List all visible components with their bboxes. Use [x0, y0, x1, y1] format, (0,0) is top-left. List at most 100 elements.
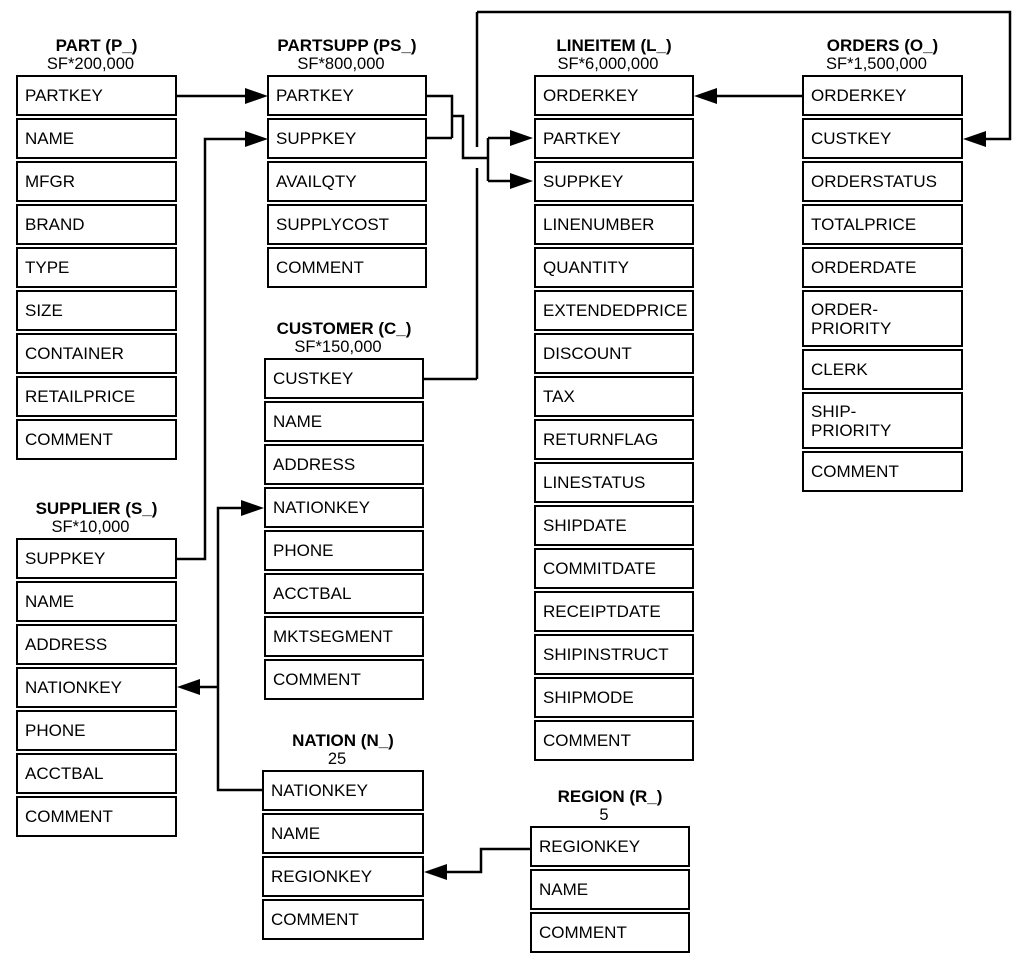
table-cardinality-supplier: SF*10,000: [51, 518, 130, 536]
column-cell-part-container: CONTAINER: [16, 333, 177, 374]
column-cell-customer-custkey: CUSTKEY: [264, 358, 424, 399]
column-cell-orders-orderdate: ORDERDATE: [802, 247, 963, 288]
column-cell-nation-regionkey: REGIONKEY: [262, 856, 424, 897]
column-cell-lineitem-shipinstruct: SHIPINSTRUCT: [534, 634, 694, 675]
fk-partsupp-lineitem-line: [427, 94, 513, 183]
column-cell-orders-comment: COMMENT: [802, 451, 963, 492]
column-cell-customer-phone: PHONE: [264, 530, 424, 571]
column-cell-part-name: NAME: [16, 118, 177, 159]
column-cell-part-partkey: PARTKEY: [16, 75, 177, 116]
table-title-lineitem: LINEITEM (L_): [556, 36, 672, 55]
column-cell-partsupp-comment: COMMENT: [267, 247, 427, 288]
column-cell-lineitem-partkey: PARTKEY: [534, 118, 694, 159]
table-title-orders: ORDERS (O_): [826, 36, 939, 55]
column-cell-lineitem-receiptdate: RECEIPTDATE: [534, 591, 694, 632]
fk-customer-orders-arrowhead: [963, 131, 986, 147]
table-title-nation: NATION (N_): [292, 731, 394, 750]
column-cell-customer-address: ADDRESS: [264, 444, 424, 485]
table-cardinality-part: SF*200,000: [46, 55, 135, 73]
table-cardinality-partsupp: SF*800,000: [297, 55, 385, 73]
column-cell-partsupp-suppkey: SUPPKEY: [267, 118, 427, 159]
column-cell-orders-clerk: CLERK: [802, 349, 963, 390]
column-cell-supplier-phone: PHONE: [16, 710, 177, 751]
column-cell-supplier-name: NAME: [16, 581, 177, 622]
fk-region-nation: [424, 847, 530, 880]
column-cell-orders-orderkey: ORDERKEY: [802, 75, 963, 116]
fk-nation-supplier-arrowhead: [177, 679, 200, 695]
column-cell-part-retailprice: RETAILPRICE: [16, 376, 177, 417]
column-cell-nation-name: NAME: [262, 813, 424, 854]
column-cell-customer-mktsegment: MKTSEGMENT: [264, 616, 424, 657]
column-cell-nation-comment: COMMENT: [262, 899, 424, 940]
column-cell-orders-shippriority: SHIP- PRIORITY: [802, 392, 963, 449]
fk-region-nation-line: [447, 847, 530, 874]
fk-nation-customer-arrowhead: [241, 500, 264, 516]
fk-supplier-partsupp-arrowhead: [245, 131, 268, 147]
column-cell-supplier-nationkey: NATIONKEY: [16, 667, 177, 708]
column-cell-customer-nationkey: NATIONKEY: [264, 487, 424, 528]
column-cell-partsupp-availqty: AVAILQTY: [267, 161, 427, 202]
table-title-part: PART (P_): [55, 36, 138, 55]
fk-partsupp-lineitem: [427, 94, 533, 189]
column-cell-lineitem-shipdate: SHIPDATE: [534, 505, 694, 546]
fk-partsupp-lineitem-suppkey-arrowhead: [510, 173, 533, 189]
column-cell-lineitem-comment: COMMENT: [534, 720, 694, 761]
column-cell-supplier-comment: COMMENT: [16, 796, 177, 837]
column-cell-lineitem-returnflag: RETURNFLAG: [534, 419, 694, 460]
column-cell-customer-comment: COMMENT: [264, 659, 424, 700]
fk-orders-lineitem: [694, 88, 802, 104]
column-cell-lineitem-linestatus: LINESTATUS: [534, 462, 694, 503]
table-title-region: REGION (R_): [557, 787, 663, 806]
table-cardinality-lineitem: SF*6,000,000: [557, 55, 659, 73]
column-cell-lineitem-linenumber: LINENUMBER: [534, 204, 694, 245]
table-title-supplier: SUPPLIER (S_): [35, 499, 158, 518]
table-title-customer: CUSTOMER (C_): [276, 319, 412, 338]
column-cell-lineitem-quantity: QUANTITY: [534, 247, 694, 288]
column-cell-supplier-address: ADDRESS: [16, 624, 177, 665]
fk-part-partsupp: [177, 88, 268, 104]
column-cell-partsupp-supplycost: SUPPLYCOST: [267, 204, 427, 245]
table-cardinality-region: 5: [599, 806, 609, 824]
column-cell-lineitem-commitdate: COMMITDATE: [534, 548, 694, 589]
column-cell-supplier-acctbal: ACCTBAL: [16, 753, 177, 794]
table-cardinality-nation: 25: [327, 750, 347, 768]
fk-orders-lineitem-arrowhead: [694, 88, 717, 104]
column-cell-orders-orderpriority: ORDER- PRIORITY: [802, 290, 963, 347]
fk-nation-supplier: [177, 679, 218, 695]
table-cardinality-orders: SF*1,500,000: [826, 55, 927, 73]
column-cell-part-mfgr: MFGR: [16, 161, 177, 202]
column-cell-region-regionkey: REGIONKEY: [530, 826, 690, 867]
column-cell-region-name: NAME: [530, 869, 690, 910]
column-cell-orders-totalprice: TOTALPRICE: [802, 204, 963, 245]
column-cell-customer-name: NAME: [264, 401, 424, 442]
column-cell-supplier-suppkey: SUPPKEY: [16, 538, 177, 579]
column-cell-part-comment: COMMENT: [16, 419, 177, 460]
fk-partsupp-lineitem-partkey-arrowhead: [510, 130, 533, 146]
column-cell-part-type: TYPE: [16, 247, 177, 288]
column-cell-part-brand: BRAND: [16, 204, 177, 245]
fk-region-nation-arrowhead: [424, 864, 447, 880]
column-cell-lineitem-discount: DISCOUNT: [534, 333, 694, 374]
column-cell-lineitem-tax: TAX: [534, 376, 694, 417]
column-cell-lineitem-shipmode: SHIPMODE: [534, 677, 694, 718]
column-cell-orders-orderstatus: ORDERSTATUS: [802, 161, 963, 202]
column-cell-part-size: SIZE: [16, 290, 177, 331]
column-cell-region-comment: COMMENT: [530, 912, 690, 953]
column-cell-lineitem-extendedprice: EXTENDEDPRICE: [534, 290, 694, 331]
table-cardinality-customer: SF*150,000: [294, 338, 382, 356]
column-cell-orders-custkey: CUSTKEY: [802, 118, 963, 159]
column-cell-nation-nationkey: NATIONKEY: [262, 770, 424, 811]
column-cell-partsupp-partkey: PARTKEY: [267, 75, 427, 116]
column-cell-lineitem-orderkey: ORDERKEY: [534, 75, 694, 116]
fk-part-partsupp-arrowhead: [245, 88, 268, 104]
column-cell-lineitem-suppkey: SUPPKEY: [534, 161, 694, 202]
